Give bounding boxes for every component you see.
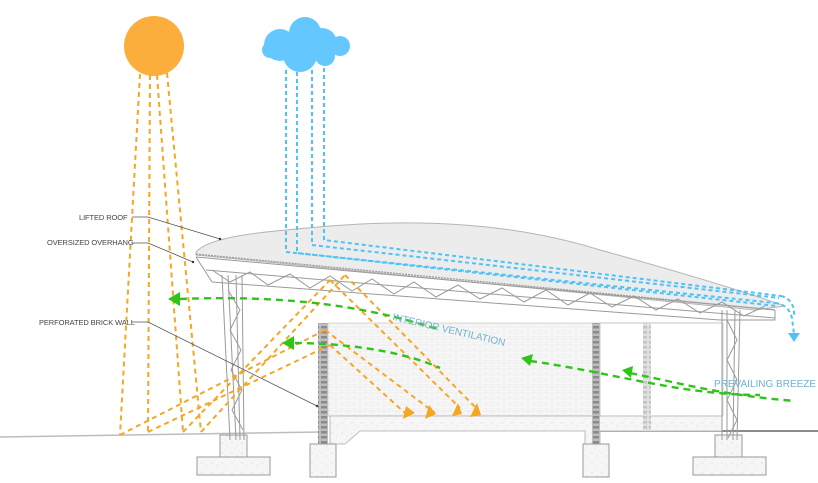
label-prevailing-breeze: PREVAILING BREEZE xyxy=(714,379,816,390)
rain-lines xyxy=(285,68,796,335)
perforated-brick-column xyxy=(592,323,600,445)
sun-icon xyxy=(124,16,184,76)
rain-arrowhead xyxy=(788,333,800,342)
footing-middle-2 xyxy=(582,443,610,478)
label-oversized-overhang: OVERSIZED OVERHANG xyxy=(47,238,134,247)
cloud-icon xyxy=(262,17,350,72)
open-bay xyxy=(599,322,723,432)
roof-truss xyxy=(195,256,776,321)
leader-dots xyxy=(191,237,319,408)
label-lifted-roof: LIFTED ROOF xyxy=(79,213,128,222)
steel-column-left xyxy=(221,274,245,441)
footing-right xyxy=(692,434,767,476)
steel-column-right xyxy=(721,309,741,441)
floor-slab xyxy=(329,415,723,445)
sunlight-arrowheads xyxy=(403,403,481,419)
annotation-leaders xyxy=(132,216,318,407)
perforated-brick-column xyxy=(318,323,328,445)
label-perforated-brick-wall: PERFORATED BRICK WALL xyxy=(39,318,135,327)
footing-left xyxy=(196,434,271,476)
footing-middle xyxy=(309,443,337,478)
airflow-arrowheads xyxy=(168,292,633,378)
airflow-arrows xyxy=(179,296,796,403)
